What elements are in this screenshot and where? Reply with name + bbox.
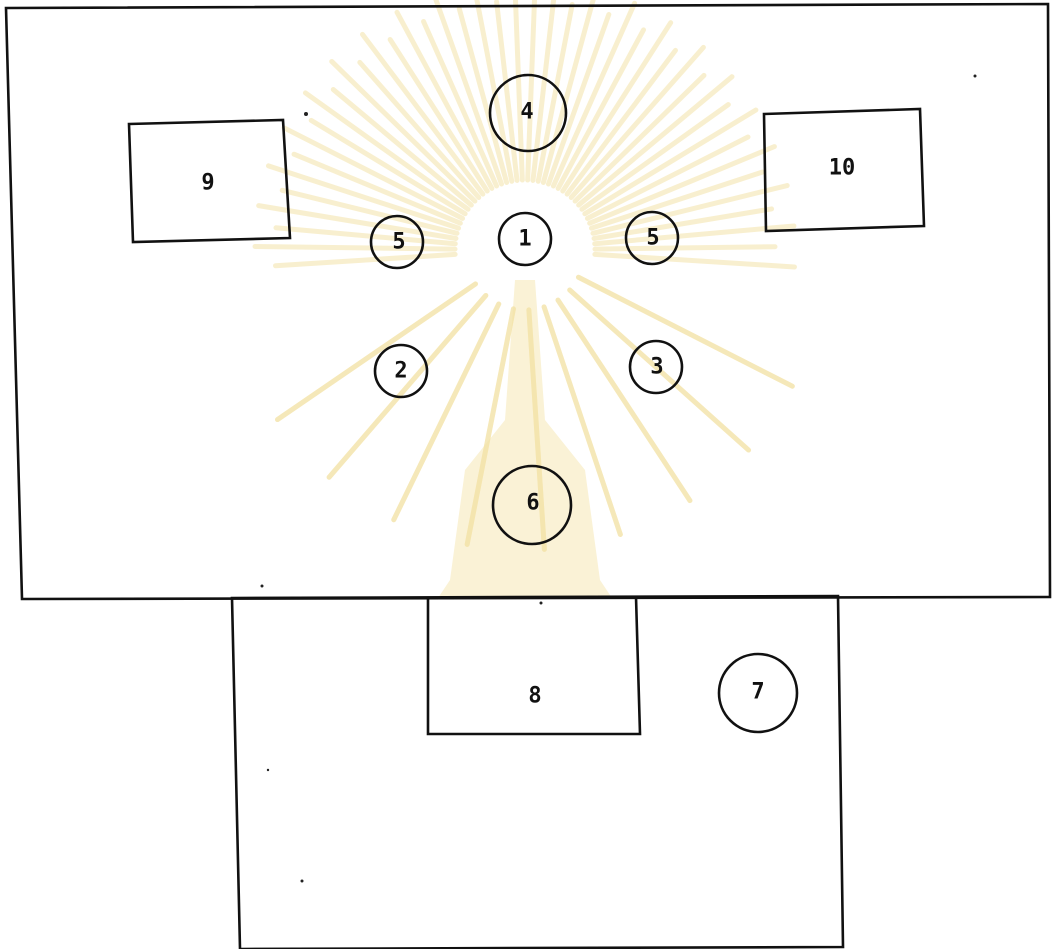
watermark-ray bbox=[528, 0, 535, 180]
circle-4-label: 4 bbox=[520, 100, 533, 125]
watermark-ray bbox=[548, 14, 608, 184]
box-9-label: 9 bbox=[201, 171, 214, 196]
circle-3-label: 3 bbox=[650, 355, 663, 380]
box-10-label: 10 bbox=[829, 156, 856, 181]
watermark-ray bbox=[275, 254, 455, 265]
circle-1-label: 1 bbox=[518, 227, 531, 252]
circle-5-left-label: 5 bbox=[392, 230, 405, 255]
circle-7-label: 7 bbox=[751, 680, 764, 705]
lower-panel bbox=[232, 596, 843, 949]
watermark-ray bbox=[329, 295, 486, 477]
circle-3: 3 bbox=[630, 341, 682, 393]
circle-2-label: 2 bbox=[394, 359, 407, 384]
circle-5-right-label: 5 bbox=[646, 226, 659, 251]
watermark-ray bbox=[595, 247, 775, 249]
watermark-ray bbox=[255, 246, 455, 249]
circle-1: 1 bbox=[499, 213, 551, 265]
watermark-ray bbox=[595, 254, 795, 267]
box-10: 10 bbox=[764, 109, 924, 231]
circle-6-label: 6 bbox=[526, 491, 539, 516]
box-9: 9 bbox=[129, 120, 290, 242]
watermark-ray bbox=[578, 277, 792, 386]
watermark-ray bbox=[268, 166, 458, 228]
watermark-ray bbox=[278, 284, 476, 420]
box-8-label: 8 bbox=[528, 684, 541, 709]
